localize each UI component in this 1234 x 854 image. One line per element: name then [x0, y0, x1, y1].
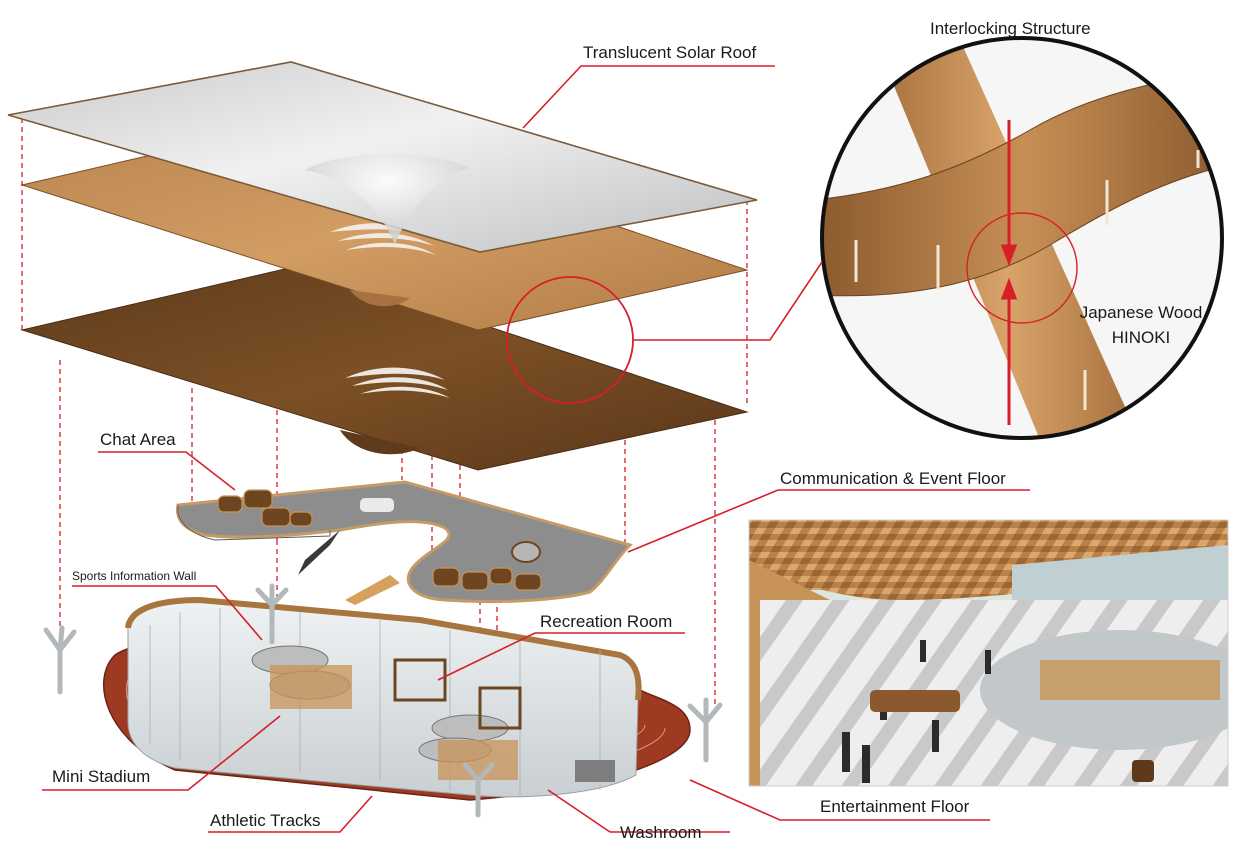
tree-columns	[43, 583, 723, 818]
label-sports-information-wall: Sports Information Wall	[72, 569, 196, 583]
label-communication-event-floor: Communication & Event Floor	[780, 469, 1006, 488]
label-chat-area: Chat Area	[100, 430, 176, 449]
label-interlocking-structure: Interlocking Structure	[930, 19, 1091, 38]
entertainment-floor-building	[125, 596, 642, 798]
label-washroom: Washroom	[620, 823, 702, 842]
translucent-solar-roof	[7, 61, 758, 253]
communication-event-floor-plate	[175, 480, 633, 605]
interlocking-structure-detail	[820, 36, 1224, 440]
label-japanese-wood: Japanese Wood	[1080, 303, 1203, 322]
label-recreation-room: Recreation Room	[540, 612, 672, 631]
leader-lines	[42, 65, 1030, 833]
wood-structure-layer-lower	[20, 264, 749, 471]
label-athletic-tracks: Athletic Tracks	[210, 811, 321, 830]
labels: Translucent Solar Roof Interlocking Stru…	[52, 19, 1202, 842]
label-entertainment-floor: Entertainment Floor	[820, 797, 970, 816]
interior-rendering	[748, 519, 1229, 787]
label-translucent-solar-roof: Translucent Solar Roof	[583, 43, 757, 62]
label-mini-stadium: Mini Stadium	[52, 767, 150, 786]
label-hinoki: HINOKI	[1112, 328, 1171, 347]
